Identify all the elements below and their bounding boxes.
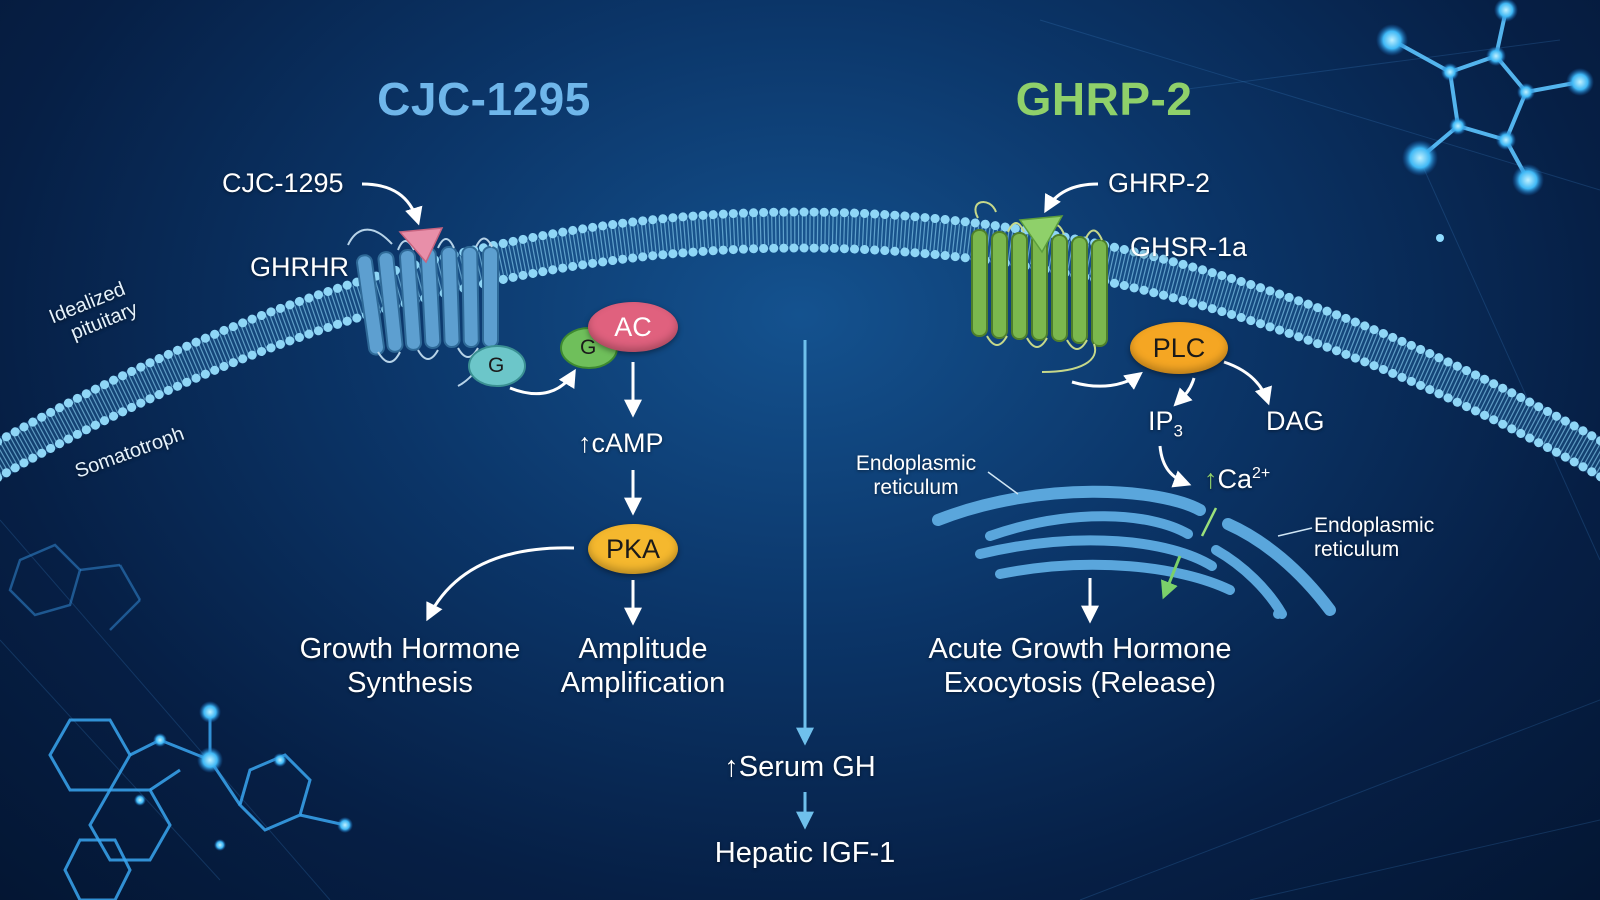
ghrhr-receptor bbox=[347, 228, 499, 387]
g-protein-left-2: G bbox=[580, 336, 597, 359]
er-label-1-line-2: reticulum bbox=[873, 476, 959, 499]
er-label-2-line-2: reticulum bbox=[1314, 538, 1400, 561]
ip3-subscript: 3 bbox=[1173, 421, 1183, 441]
ghrp-ligand-arrow bbox=[1044, 182, 1099, 214]
plc-to-dag-arrow bbox=[1223, 360, 1272, 406]
ghrhr-label: GHRHR bbox=[250, 252, 349, 282]
pka-label: PKA bbox=[605, 533, 661, 564]
synthesis-line-2: Synthesis bbox=[347, 667, 473, 699]
calcium-label-group: ↑Ca2+ bbox=[1204, 464, 1270, 495]
receptor-to-plc-arrow bbox=[1071, 371, 1143, 390]
ip3-label-group: IP3 bbox=[1148, 406, 1183, 441]
ip3-label: IP bbox=[1148, 406, 1174, 436]
cell-membrane bbox=[0, 207, 1600, 482]
dag-label: DAG bbox=[1266, 406, 1325, 436]
ghsr1a-label: GHSR-1a bbox=[1130, 232, 1248, 262]
exocytosis-line-1: Acute Growth Hormone bbox=[928, 633, 1232, 665]
calcium-superscript: 2+ bbox=[1252, 465, 1271, 482]
cjc-ligand-arrow bbox=[361, 182, 423, 226]
ghrp2-title: GHRP-2 bbox=[1015, 73, 1193, 125]
g-protein-left-1-shape bbox=[468, 345, 526, 387]
calcium-up-arrow-icon: ↑ bbox=[1204, 464, 1218, 494]
er-label-1-pointer bbox=[987, 471, 1019, 495]
er-label-2-line-1: Endoplasmic bbox=[1314, 514, 1435, 537]
serum-gh-label-group: ↑Serum GH bbox=[724, 750, 875, 784]
ghrp2-ligand-label: GHRP-2 bbox=[1108, 168, 1211, 198]
cjc1295-ligand-triangle bbox=[398, 227, 444, 264]
calcium-label: Ca bbox=[1217, 464, 1253, 494]
pka-to-synthesis-arrow bbox=[426, 546, 575, 622]
molecule-network-icon bbox=[8, 0, 1594, 900]
cjc1295-title: CJC-1295 bbox=[377, 73, 591, 125]
pka-kinase: PKA bbox=[588, 524, 678, 574]
er-label-1: Endoplasmic reticulum bbox=[856, 452, 976, 500]
growth-hormone-synthesis-label: Growth Hormone Synthesis bbox=[300, 632, 521, 700]
g-to-g-arrow bbox=[509, 368, 576, 396]
amplitude-amplification-label: Amplitude Amplification bbox=[561, 632, 725, 700]
amplitude-line-1: Amplitude bbox=[578, 633, 708, 665]
amplitude-line-2: Amplification bbox=[560, 667, 726, 699]
ghrp2-ligand-triangle bbox=[1018, 215, 1064, 254]
background-network-lines bbox=[0, 19, 1600, 900]
er-label-2-pointer bbox=[1277, 527, 1313, 537]
camp-up-arrow-icon: ↑ bbox=[578, 428, 592, 458]
endoplasmic-reticulum bbox=[932, 485, 1336, 619]
serum-gh-label: Serum GH bbox=[738, 751, 876, 783]
er-label-1-line-1: Endoplasmic bbox=[855, 452, 977, 475]
serum-up-arrow-icon: ↑ bbox=[724, 751, 739, 783]
ac-label: AC bbox=[614, 311, 652, 342]
camp-label-group: ↑cAMP bbox=[578, 428, 664, 459]
ca-channel-line bbox=[1200, 507, 1218, 537]
g-protein-left-1: G bbox=[488, 354, 505, 377]
plc-to-ip3-arrow bbox=[1173, 377, 1196, 407]
synthesis-line-1: Growth Hormone bbox=[299, 633, 521, 665]
ip3-to-ca-arrow bbox=[1158, 445, 1192, 488]
ghsr1a-receptor bbox=[971, 201, 1108, 373]
er-label-2: Endoplasmic reticulum bbox=[1314, 514, 1434, 562]
cjc1295-ligand-label: CJC-1295 bbox=[222, 168, 344, 198]
plc-label: PLC bbox=[1152, 332, 1206, 363]
plc-enzyme: PLC bbox=[1130, 322, 1228, 374]
camp-label: cAMP bbox=[591, 428, 664, 458]
exocytosis-line-2: Exocytosis (Release) bbox=[943, 667, 1217, 699]
ac-enzyme: AC bbox=[588, 302, 678, 352]
hepatic-igf1-label: Hepatic IGF-1 bbox=[714, 837, 896, 869]
acute-gh-exocytosis-label: Acute Growth Hormone Exocytosis (Release… bbox=[928, 632, 1231, 700]
ca-release-arrow bbox=[1160, 555, 1182, 600]
